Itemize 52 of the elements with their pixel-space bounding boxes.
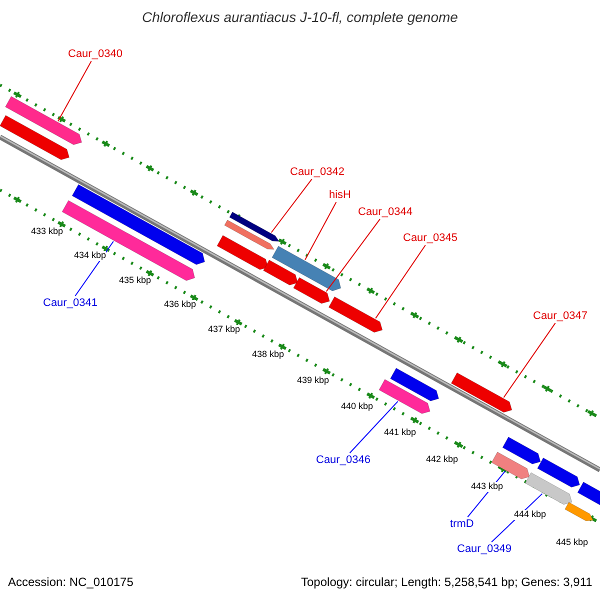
tick-label: 444 kbp — [514, 510, 546, 520]
tick-label: 442 kbp — [426, 455, 458, 465]
gene-label: Caur_0347 — [533, 310, 588, 322]
tick-label: 445 kbp — [556, 538, 588, 548]
gene-block — [524, 472, 572, 505]
gene-label: hisH — [329, 189, 352, 202]
tick-label: 434 kbp — [74, 251, 106, 261]
footer-text: Topology: circular; Length: 5,258,541 bp; Genes: 3,911 — [301, 576, 592, 589]
leader-line — [503, 322, 556, 398]
gene-block — [272, 246, 342, 292]
gene-block — [537, 458, 580, 488]
leader-line — [326, 218, 380, 292]
gene-label: Caur_0345 — [403, 232, 458, 244]
leader-line — [304, 202, 337, 260]
gene-block — [0, 115, 70, 160]
gene-block — [224, 220, 274, 250]
gene-label: trmD — [450, 518, 474, 530]
gene-label: Caur_0344 — [358, 206, 412, 218]
leader-line — [375, 244, 426, 319]
gene-label: Caur_0346 — [316, 454, 370, 466]
gene-block — [378, 379, 430, 414]
leader-line — [74, 240, 114, 296]
gene-label: Caur_0342 — [290, 166, 344, 178]
tick-label: 440 kbp — [341, 402, 374, 412]
gene-block — [564, 502, 594, 522]
tick-label: 437 kbp — [208, 325, 240, 335]
tick-label: 433 kbp — [31, 227, 64, 237]
tick-label: 443 kbp — [471, 482, 504, 492]
leader-line — [270, 178, 312, 233]
gene-block — [263, 260, 298, 286]
tick-label: 441 kbp — [384, 428, 416, 438]
gene-block — [216, 235, 268, 270]
tick-label: 436 kbp — [164, 300, 196, 310]
gene-block — [229, 212, 280, 242]
gene-label: Caur_0349 — [457, 543, 512, 556]
gene-block — [328, 296, 383, 333]
gene-block — [502, 436, 541, 464]
leader-line — [349, 400, 398, 454]
title: Chloroflexus aurantiacus J-10-fl, complete genome — [142, 10, 458, 26]
tick-label: 435 kbp — [119, 276, 152, 286]
footer-text: Accession: NC_010175 — [8, 576, 134, 589]
leader-line — [58, 60, 92, 122]
gene-label: Caur_0340 — [68, 48, 122, 60]
gene-label: Caur_0341 — [43, 297, 98, 310]
tick-label: 439 kbp — [297, 376, 330, 386]
gene-block — [293, 277, 330, 304]
gene-block — [491, 452, 530, 480]
gene-block — [390, 368, 439, 402]
gene-block — [450, 372, 512, 413]
gene-block — [5, 96, 82, 145]
gene-block — [72, 184, 205, 265]
tick-label: 438 kbp — [252, 350, 284, 360]
